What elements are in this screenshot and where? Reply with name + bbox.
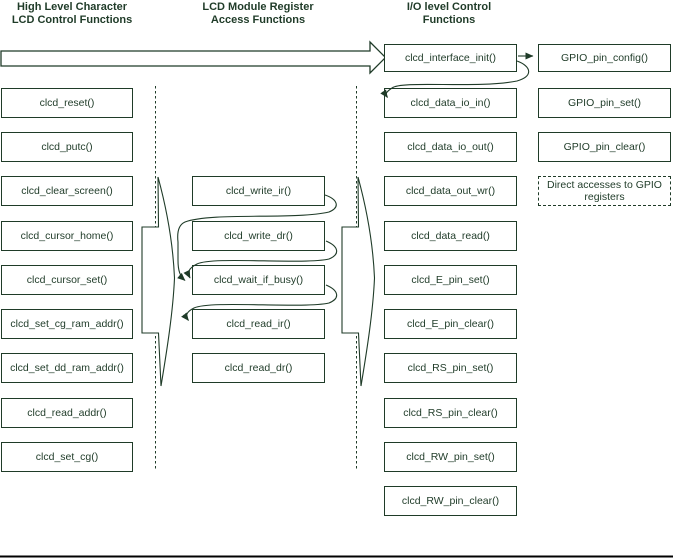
box-clcd-clear-screen: clcd_clear_screen() [1,176,133,206]
box-clcd-read-dr: clcd_read_dr() [192,353,325,383]
header-line: Functions [422,14,476,26]
box-gpio-pin-config: GPIO_pin_config() [538,44,671,72]
box-clcd-set-cg: clcd_set_cg() [1,442,133,472]
box-clcd-rs-pin-set: clcd_RS_pin_set() [384,353,517,383]
box-clcd-e-pin-set: clcd_E_pin_set() [384,265,517,295]
box-direct-gpio-access-note: Direct accesses to GPIO registers [538,176,671,206]
box-clcd-putc: clcd_putc() [1,132,133,162]
box-clcd-cursor-set: clcd_cursor_set() [1,265,133,295]
header-line: LCD Module Register [202,1,314,13]
box-clcd-data-io-out: clcd_data_io_out() [384,132,517,162]
box-clcd-set-dd-ram-addr: clcd_set_dd_ram_addr() [1,353,133,383]
box-clcd-e-pin-clear: clcd_E_pin_clear() [384,309,517,339]
box-clcd-read-ir: clcd_read_ir() [192,309,325,339]
box-gpio-pin-clear: GPIO_pin_clear() [538,132,671,162]
box-clcd-cursor-home: clcd_cursor_home() [1,221,133,251]
box-clcd-rw-pin-clear: clcd_RW_pin_clear() [384,486,517,516]
left-block-arrow [141,176,176,387]
column-header-register-access: LCD Module Register Access Functions [186,1,330,27]
box-clcd-data-read: clcd_data_read() [384,221,517,251]
box-clcd-set-cg-ram-addr: clcd_set_cg_ram_addr() [1,309,133,339]
column-header-high-level: High Level Character LCD Control Functio… [0,1,144,27]
box-clcd-write-ir: clcd_write_ir() [192,176,325,206]
box-clcd-data-out-wr: clcd_data_out_wr() [384,176,517,206]
init-flow-arrow [0,40,387,75]
header-line: LCD Control Functions [11,14,133,26]
box-clcd-read-addr: clcd_read_addr() [1,398,133,428]
box-clcd-write-dr: clcd_write_dr() [192,221,325,251]
box-clcd-rs-pin-clear: clcd_RS_pin_clear() [384,398,517,428]
box-clcd-data-io-in: clcd_data_io_in() [384,88,517,118]
header-line: I/O level Control [406,1,492,13]
box-clcd-interface-init: clcd_interface_init() [384,44,517,72]
right-block-arrow [341,176,376,387]
box-clcd-reset: clcd_reset() [1,88,133,118]
box-gpio-pin-set: GPIO_pin_set() [538,88,671,118]
box-clcd-rw-pin-set: clcd_RW_pin_set() [384,442,517,472]
header-line: Access Functions [210,14,306,26]
header-line: High Level Character [16,1,128,13]
column-header-io-level: I/O level Control Functions [377,1,521,27]
box-clcd-wait-if-busy: clcd_wait_if_busy() [192,265,325,295]
